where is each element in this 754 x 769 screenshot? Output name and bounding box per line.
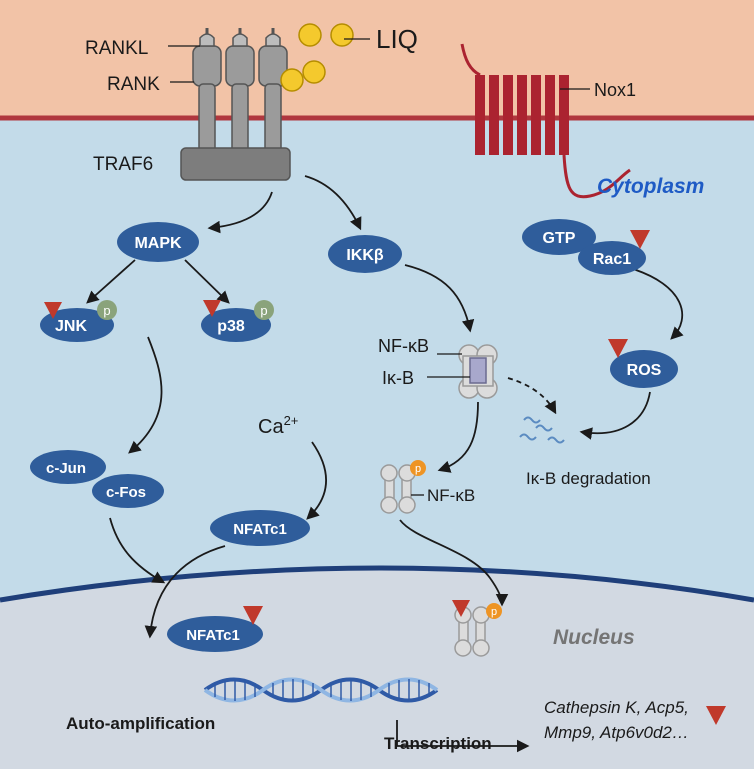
cjun-node: c-Jun (30, 450, 106, 484)
nfkb-free-label: NF-κB (427, 486, 475, 505)
ikb-inhibitor (469, 357, 487, 384)
rankl-label: RANKL (85, 38, 148, 59)
calcium-label: Ca2+ (258, 413, 298, 438)
ikkb-label: IKKβ (346, 247, 384, 264)
cytoplasm-label: Cytoplasm (597, 175, 704, 198)
arrow-traf6-ikkb (304, 175, 362, 231)
nox1-label: Nox1 (594, 80, 636, 100)
rank-receptor-complex (192, 28, 288, 153)
nfatc1-label: NFATc1 (233, 521, 287, 538)
arrow-jnk-cjun (128, 336, 163, 454)
nucleus-label: Nucleus (553, 626, 635, 649)
nuclear-envelope (0, 565, 754, 603)
jnk-node: JNK p (40, 300, 117, 342)
target-genes-line1: Cathepsin K, Acp5, (544, 698, 689, 717)
svg-text:p: p (491, 606, 497, 618)
mapk-node: MAPK (117, 222, 199, 262)
rac1-inhibition-marker (630, 230, 650, 249)
arrow-ros-degradation (579, 391, 651, 440)
transcription-label: Transcription (384, 734, 492, 753)
p38-phospho-marker (254, 300, 274, 320)
arrow-nfatc1-translocation (144, 545, 226, 639)
rac1-node: Rac1 (578, 230, 650, 275)
arrow-nfkb-translocation (399, 519, 509, 607)
nox1-transmembrane (460, 43, 631, 199)
cjun-label: c-Jun (46, 460, 86, 477)
target-genes-inhibition-marker (706, 706, 726, 725)
extracellular-membrane-band (0, 0, 754, 118)
svg-text:p: p (260, 303, 267, 318)
jnk-inhibition-marker (44, 302, 62, 319)
dna-helix (203, 677, 439, 703)
nfatc1-nuclear-label: NFATc1 (186, 627, 240, 644)
liq-molecules (280, 23, 354, 92)
nfkb-free: p (380, 460, 426, 514)
arrow-traf6-mapk (207, 191, 273, 234)
rac1-label: Rac1 (593, 251, 631, 268)
target-genes-line2: Mmp9, Atp6v0d2… (544, 723, 689, 742)
arrow-mapk-jnk (86, 259, 136, 304)
traf6-label: TRAF6 (93, 154, 153, 175)
cfos-node: c-Fos (92, 474, 164, 508)
ros-node: ROS (608, 339, 678, 388)
nucleus-region (0, 568, 754, 769)
jnk-phospho-marker (97, 300, 117, 320)
p38-label: p38 (217, 318, 245, 335)
ros-inhibition-marker (608, 339, 628, 358)
ikb-degradation-fragments (519, 416, 565, 444)
jnk-label: JNK (55, 318, 87, 335)
mapk-label: MAPK (134, 235, 182, 252)
arrow-ikkb-nfkb (404, 264, 475, 333)
gtp-label: GTP (543, 230, 576, 247)
nfatc1-nuclear-node: NFATc1 (167, 606, 263, 652)
p38-inhibition-marker (203, 300, 221, 317)
arrow-complex-nfkb (437, 401, 479, 473)
nfkb-nuclear: p (452, 600, 502, 657)
traf6-adaptor (180, 147, 291, 181)
arrow-transcription (396, 720, 530, 753)
arrow-mapk-p38 (184, 259, 230, 304)
auto-amplification-label: Auto-amplification (66, 714, 215, 733)
nfkb-phospho-marker (410, 460, 426, 476)
ikkb-node: IKKβ (328, 235, 402, 273)
svg-text:p: p (415, 463, 421, 475)
receptor-3 (258, 28, 288, 153)
arrow-complex-degradation (507, 377, 557, 415)
nfatc1-inhibition-marker (243, 606, 263, 625)
arrow-cfos-nucleus (109, 517, 166, 584)
rank-label: RANK (107, 74, 160, 95)
liq-label: LIQ (376, 24, 418, 54)
ikb-complex-label: Iκ-B (382, 368, 414, 388)
nfatc1-node: NFATc1 (210, 510, 310, 546)
gtp-node: GTP (522, 219, 596, 255)
nfkb-nuclear-phospho-marker (486, 603, 502, 619)
ros-label: ROS (627, 362, 662, 379)
svg-text:p: p (103, 303, 110, 318)
nfkb-ikb-complex (458, 344, 498, 399)
p38-node: p38 p (201, 300, 274, 342)
nfkb-inhibition-marker (452, 600, 470, 617)
nfkb-complex-label: NF-κB (378, 336, 429, 356)
ikb-degradation-label: Iκ-B degradation (526, 469, 651, 488)
receptor-2 (225, 28, 255, 153)
cfos-label: c-Fos (106, 484, 146, 501)
arrow-ca-nfatc1 (306, 441, 328, 520)
arrow-gtp-ros (629, 267, 684, 340)
